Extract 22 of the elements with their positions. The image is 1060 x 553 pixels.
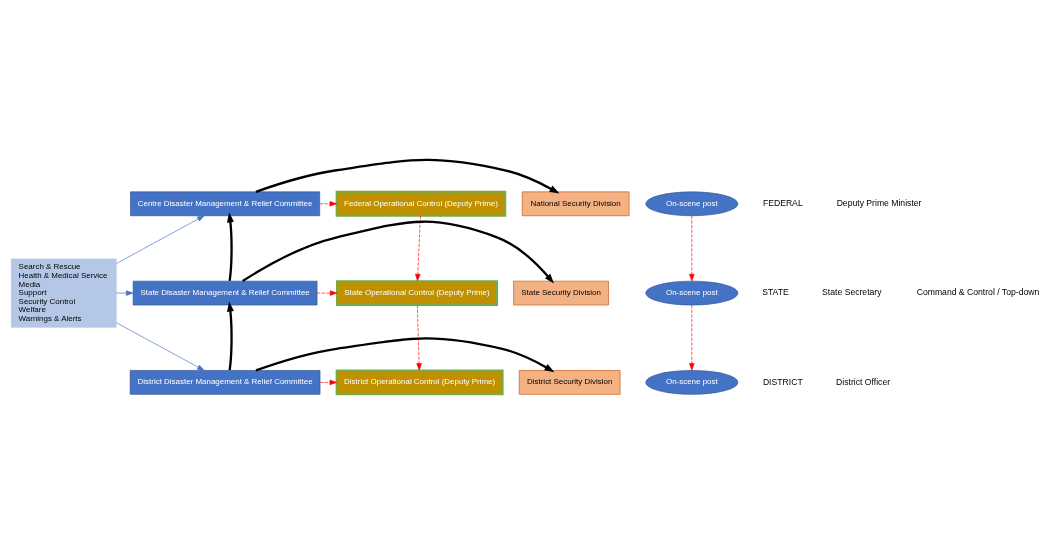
arrow — [116, 214, 205, 264]
arrow — [116, 321, 205, 371]
arrow — [319, 200, 337, 206]
label: State Secretary — [822, 286, 882, 297]
label: District Officer — [836, 376, 891, 387]
arrow — [116, 289, 134, 296]
arrow — [319, 379, 337, 385]
label: FEDERAL — [762, 197, 803, 208]
arrow — [689, 304, 695, 370]
arrow — [227, 301, 234, 370]
arrow — [255, 336, 555, 372]
arrow — [689, 214, 695, 281]
label: Deputy Prime Minister — [836, 197, 922, 208]
arrow — [416, 304, 422, 370]
arrow — [316, 289, 338, 296]
label: DISTRICT — [762, 376, 803, 387]
arrow — [415, 214, 421, 281]
arrow — [255, 158, 560, 193]
label: Command & Control / Top-down — [916, 286, 1040, 297]
label: STATE — [762, 286, 789, 297]
arrow — [242, 220, 555, 284]
arrow — [227, 211, 234, 281]
